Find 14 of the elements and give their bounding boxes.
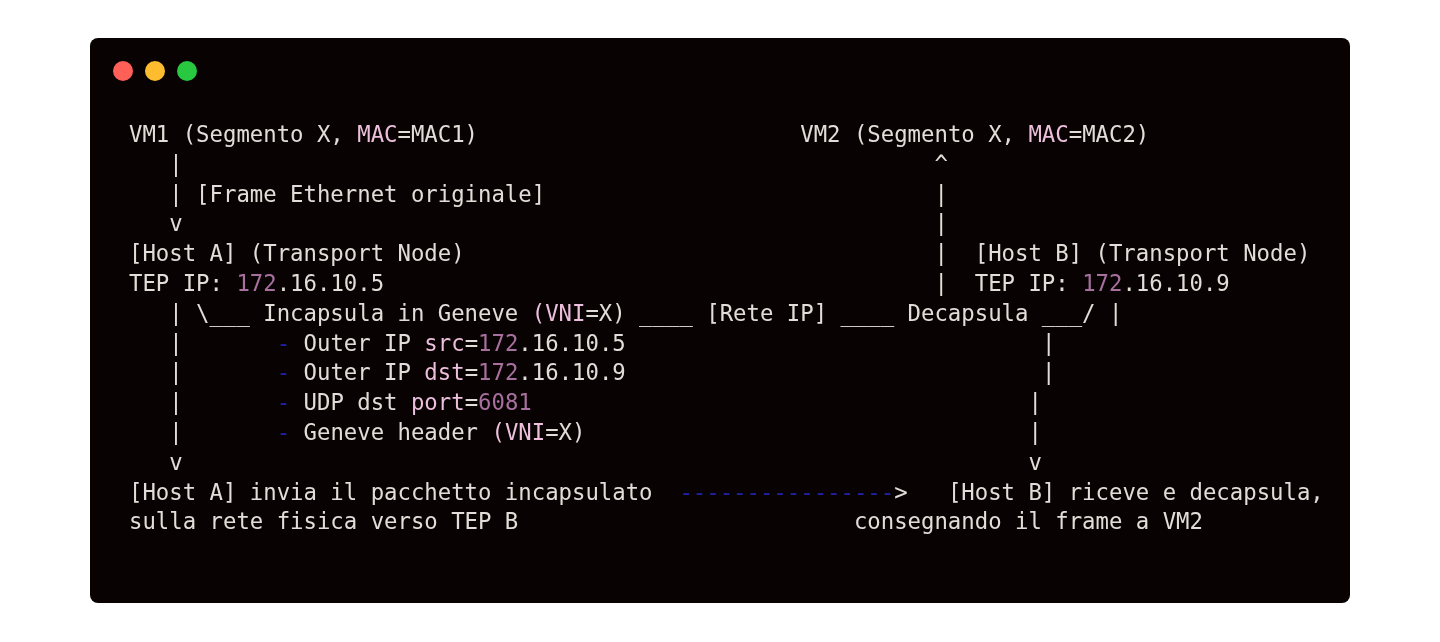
code-line: sulla rete fisica verso TEP B consegnando il frame a VM2 bbox=[129, 507, 1203, 537]
code-line: | - Geneve header (VNI=X) | bbox=[168, 417, 1042, 447]
code-line: | - Outer IP dst=172.16.10.9 | bbox=[168, 358, 1056, 388]
code-line: | [Frame Ethernet originale] | bbox=[168, 179, 948, 209]
code-line: | - UDP dst port=6081 | bbox=[168, 388, 1042, 418]
code-line: | - Outer IP src=172.16.10.5 | bbox=[168, 328, 1056, 358]
code-line: v | bbox=[168, 209, 948, 239]
code-line: | ^ bbox=[168, 149, 948, 179]
code-line: VM1 (Segmento X, MAC=MAC1) VM2 (Segmento X, MAC=MAC2) bbox=[129, 120, 1150, 149]
code-line: v v bbox=[168, 447, 1042, 477]
code-line: TEP IP: 172.16.10.5 | TEP IP: 172.16.10.9 bbox=[129, 269, 1230, 298]
code-line: | \___ Incapsula in Geneve (VNI=X) ____ [Rete IP] ____ Decapsula ___/ | bbox=[168, 298, 1123, 329]
code-line: [Host A] invia il pacchetto incapsulato ----------------> [Host B] riceve e decapsula, bbox=[129, 477, 1324, 507]
code-line: [Host A] (Transport Node) | [Host B] (Transport Node) bbox=[129, 239, 1311, 269]
